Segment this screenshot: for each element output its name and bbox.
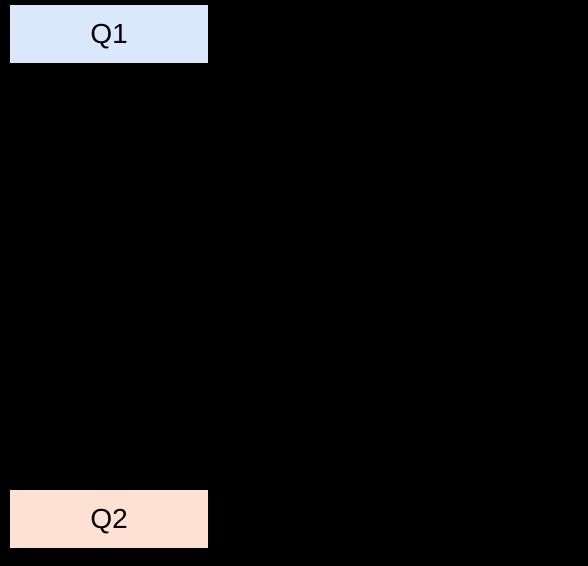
node-q1-label: Q1 [90, 18, 128, 49]
node-q2: Q2 [9, 489, 209, 549]
node-q2-label: Q2 [90, 503, 128, 534]
node-q1: Q1 [9, 4, 209, 64]
